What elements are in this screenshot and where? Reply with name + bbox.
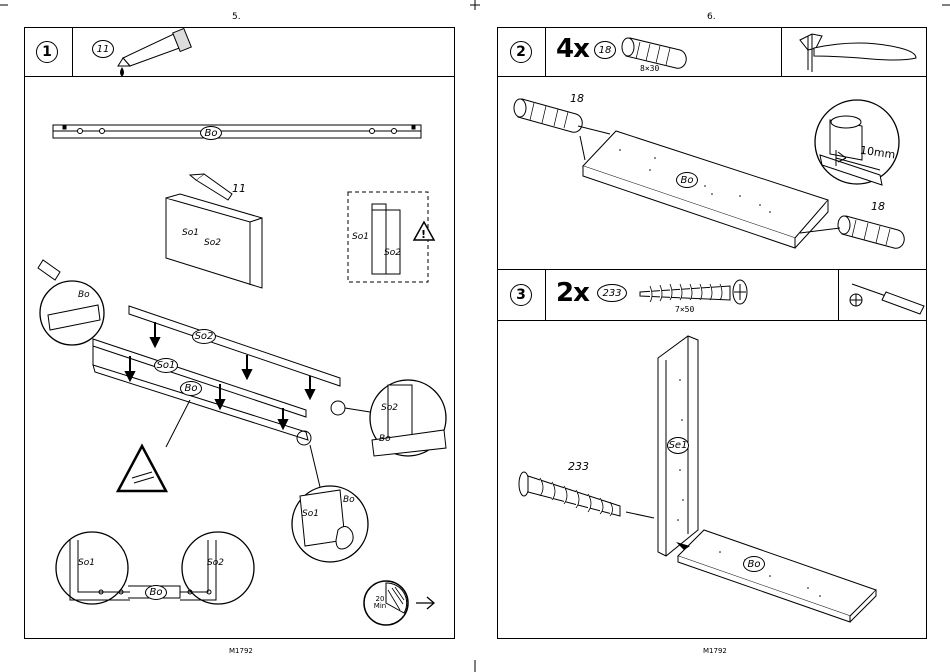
- label-screw-233: 233: [568, 460, 589, 473]
- screwdriver-icon: [850, 284, 924, 314]
- wooden-dowel-icon: [622, 38, 686, 68]
- shelf-board-step2: [583, 131, 828, 248]
- screw-icon: [640, 280, 747, 304]
- bottom-shelf-step3: [678, 530, 876, 622]
- screw-icon: [519, 472, 620, 516]
- wooden-dowel-icon: [838, 216, 904, 248]
- label-dowel-left: 18: [570, 92, 584, 105]
- label-bo-step3: Bo: [743, 556, 765, 572]
- label-se1-oval: Se1: [667, 437, 689, 454]
- label-bo-step2: Bo: [676, 172, 698, 188]
- label-dowel-right: 18: [871, 200, 885, 213]
- hammer-icon: [800, 34, 916, 72]
